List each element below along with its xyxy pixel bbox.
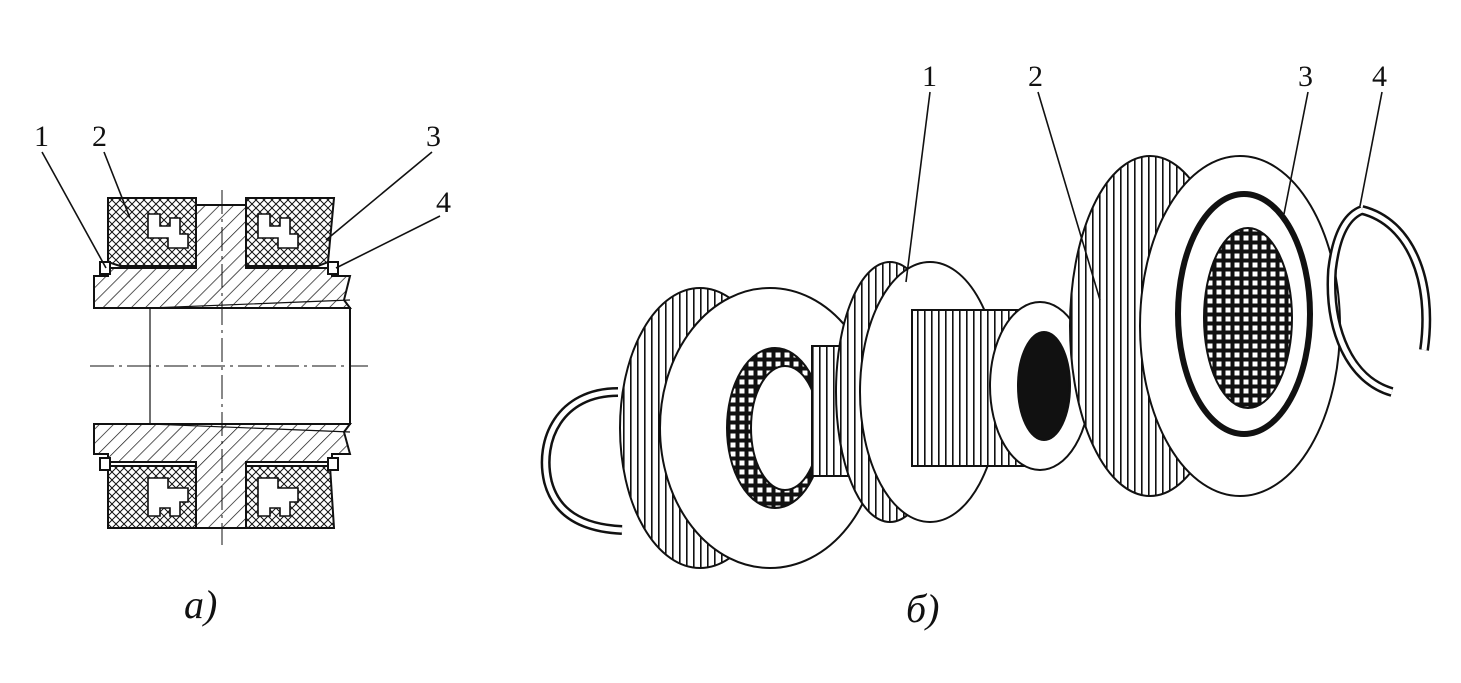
- label-a-3: 3: [426, 120, 441, 153]
- leader-b-3: [1283, 91, 1309, 215]
- label-b-4: 4: [1372, 60, 1387, 93]
- label-b-2: 2: [1028, 60, 1043, 93]
- hub-sleeve: [811, 261, 1091, 523]
- sleeve-top-section: [93, 204, 352, 309]
- leader-a-3: [325, 151, 433, 241]
- leader-b-1: [905, 91, 931, 283]
- labyrinth-grooves: [147, 213, 299, 517]
- exploded-view: 1 2 3 4 б): [540, 60, 1432, 631]
- bore-outline: [94, 307, 351, 425]
- caption-a: а): [184, 582, 217, 627]
- label-a-1: 1: [34, 120, 49, 153]
- split-ring-left-highlight: [543, 389, 623, 533]
- split-ring-left: [540, 387, 623, 535]
- leader-a-4: [335, 215, 441, 269]
- retaining-ring-top: [327, 261, 339, 275]
- leader-a-2: [103, 151, 131, 219]
- section-view: 1 2 3 4 а): [34, 120, 451, 627]
- leader-b-2: [1037, 91, 1101, 301]
- label-a-4: 4: [436, 186, 451, 219]
- leader-a-1: [41, 151, 107, 269]
- label-b-1: 1: [922, 60, 937, 93]
- leader-b-4: [1359, 91, 1383, 207]
- split-ring-right-highlight: [1329, 207, 1429, 395]
- retaining-ring-bottom-left: [99, 457, 111, 471]
- retaining-ring-top-left: [99, 261, 111, 275]
- retaining-ring-bottom: [327, 457, 339, 471]
- split-ring-right: [1326, 205, 1432, 397]
- caption-b: б): [906, 586, 939, 631]
- right-seal-ring: [1069, 155, 1341, 497]
- bore-taper-lines: [149, 299, 351, 433]
- label-b-3: 3: [1298, 60, 1313, 93]
- label-a-2: 2: [92, 120, 107, 153]
